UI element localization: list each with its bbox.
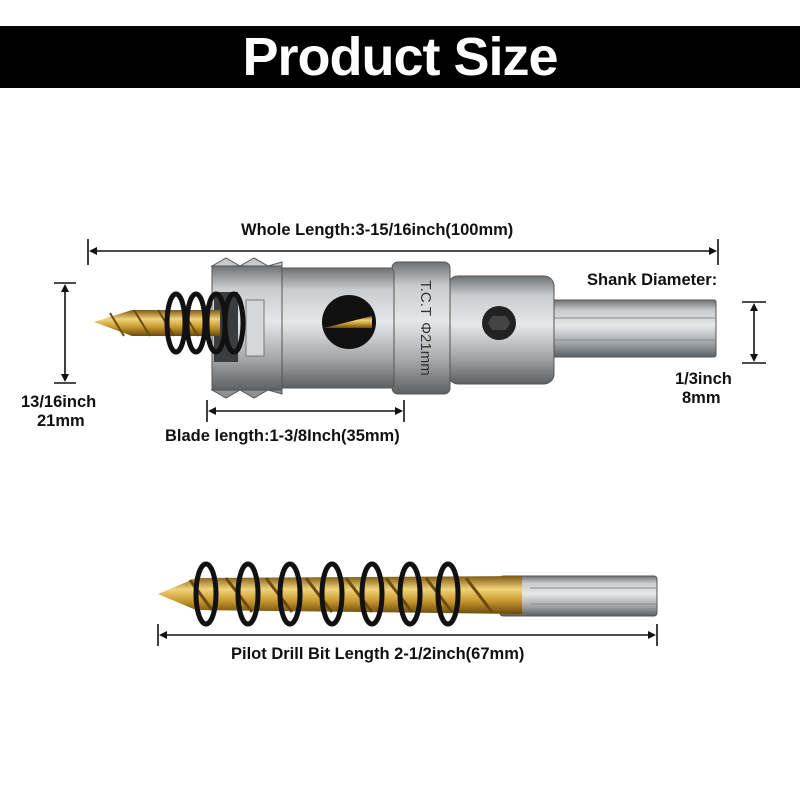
spring-coils (164, 291, 246, 355)
pilot-spring-coils (193, 561, 461, 627)
hex-shank (547, 299, 717, 358)
engraving-text: T.C.TΦ21mm (417, 280, 434, 376)
shank-diameter-label: Shank Diameter: (587, 271, 718, 289)
hole-saw-illustration: T.C.TΦ21mm (94, 257, 717, 399)
blade-length-label: Blade length:1-3/8Inch(35mm) (165, 427, 400, 445)
diameter-inch-label: 13/16inch (21, 393, 97, 411)
pilot-drill-illustration (158, 561, 658, 627)
pilot-shank (499, 575, 658, 617)
page-title: Product Size (242, 27, 558, 87)
shank-mm-label: 8mm (682, 389, 721, 407)
diameter-mm-label: 21mm (37, 412, 85, 430)
pilot-bit-tip (94, 310, 220, 336)
title-banner (0, 26, 800, 88)
shank-inch-label: 1/3inch (675, 370, 732, 388)
whole-length-label: Whole Length:3-15/16inch(100mm) (241, 221, 514, 239)
pilot-length-label: Pilot Drill Bit Length 2-1/2inch(67mm) (231, 645, 525, 663)
